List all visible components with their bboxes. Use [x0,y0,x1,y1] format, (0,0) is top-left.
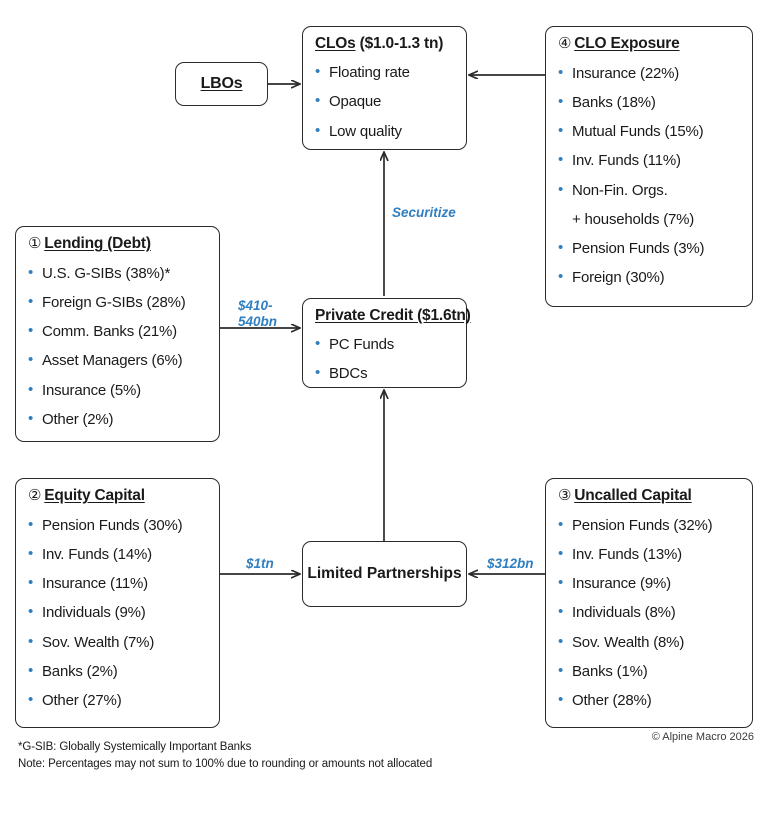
list-item: Insurance (9%) [558,574,742,592]
node-lending-debt-list: U.S. G-SIBs (38%)* Foreign G-SIBs (28%) … [28,263,209,429]
list-item: Sov. Wealth (8%) [558,632,742,651]
edge-label-equity-to-lp: $1tn [246,556,274,571]
list-item: Floating rate [315,63,456,81]
list-item: Insurance (5%) [28,380,209,399]
list-item: Insurance (22%) [558,63,742,82]
list-item: Other (27%) [28,691,209,709]
list-item: U.S. G-SIBs (38%)* [28,263,209,282]
circled-number-4: ④ [558,35,572,52]
list-item: Pension Funds (32%) [558,515,742,534]
node-private-credit-list: PC Funds BDCs [315,335,456,383]
circled-number-1: ① [28,235,42,252]
list-item: Inv. Funds (14%) [28,545,209,563]
node-uncalled-capital-list: Pension Funds (32%) Inv. Funds (13%) Ins… [558,515,742,710]
list-item: Insurance (11%) [28,574,209,592]
list-item: Pension Funds (30%) [28,515,209,534]
list-item: Foreign G-SIBs (28%) [28,293,209,311]
list-item: PC Funds [315,335,456,353]
list-item: Other (2%) [28,410,209,428]
circled-number-2: ② [28,487,42,504]
list-item: Banks (18%) [558,93,742,111]
circled-number-3: ③ [558,487,572,504]
list-item: Banks (1%) [558,662,742,680]
edge-label-uncalled-to-lp: $312bn [487,556,534,571]
list-item: Asset Managers (6%) [28,351,209,369]
node-private-credit[interactable]: Private Credit ($1.6tn) PC Funds BDCs [302,298,471,388]
list-item: Banks (2%) [28,662,209,680]
node-lbos-title: LBOs [200,75,243,93]
list-item: Individuals (9%) [28,603,209,621]
list-item: Low quality [315,122,456,140]
list-item: Foreign (30%) [558,268,742,286]
list-item: Individuals (8%) [558,603,742,621]
list-item: Pension Funds (3%) [558,239,742,257]
footnote-note: Note: Percentages may not sum to 100% du… [18,758,433,770]
node-limited-partnerships[interactable]: Limited Partnerships [302,541,467,607]
node-limited-partnerships-title: Limited Partnerships [307,564,462,582]
list-item: Opaque [315,92,456,110]
node-lbos[interactable]: LBOs [175,62,268,106]
list-item: Other (28%) [558,691,742,709]
node-private-credit-title: Private Credit ($1.6tn) [315,307,471,324]
edge-label-securitize: Securitize [392,205,456,220]
node-clos-title: CLOs ($1.0-1.3 tn) [315,35,444,52]
list-item: Inv. Funds (11%) [558,151,742,169]
list-item: Non-Fin. Orgs. [558,180,742,199]
copyright-notice: © Alpine Macro 2026 [651,731,754,743]
node-clos-list: Floating rate Opaque Low quality [315,63,456,140]
footnote-gsib: *G-SIB: Globally Systemically Important … [18,741,252,753]
list-item: Comm. Banks (21%) [28,322,209,340]
list-item: BDCs [315,364,456,382]
edge-label-lending-to-private-credit: $410- 540bn [238,298,278,329]
list-item: Sov. Wealth (7%) [28,632,209,651]
node-clos[interactable]: CLOs ($1.0-1.3 tn) Floating rate Opaque … [302,26,467,150]
node-equity-capital-list: Pension Funds (30%) Inv. Funds (14%) Ins… [28,515,209,710]
list-item: Inv. Funds (13%) [558,545,742,563]
list-item: Mutual Funds (15%) [558,122,742,140]
list-item-continuation: + households (7%) [572,210,695,228]
node-clo-exposure-list: Insurance (22%) Banks (18%) Mutual Funds… [558,63,742,287]
